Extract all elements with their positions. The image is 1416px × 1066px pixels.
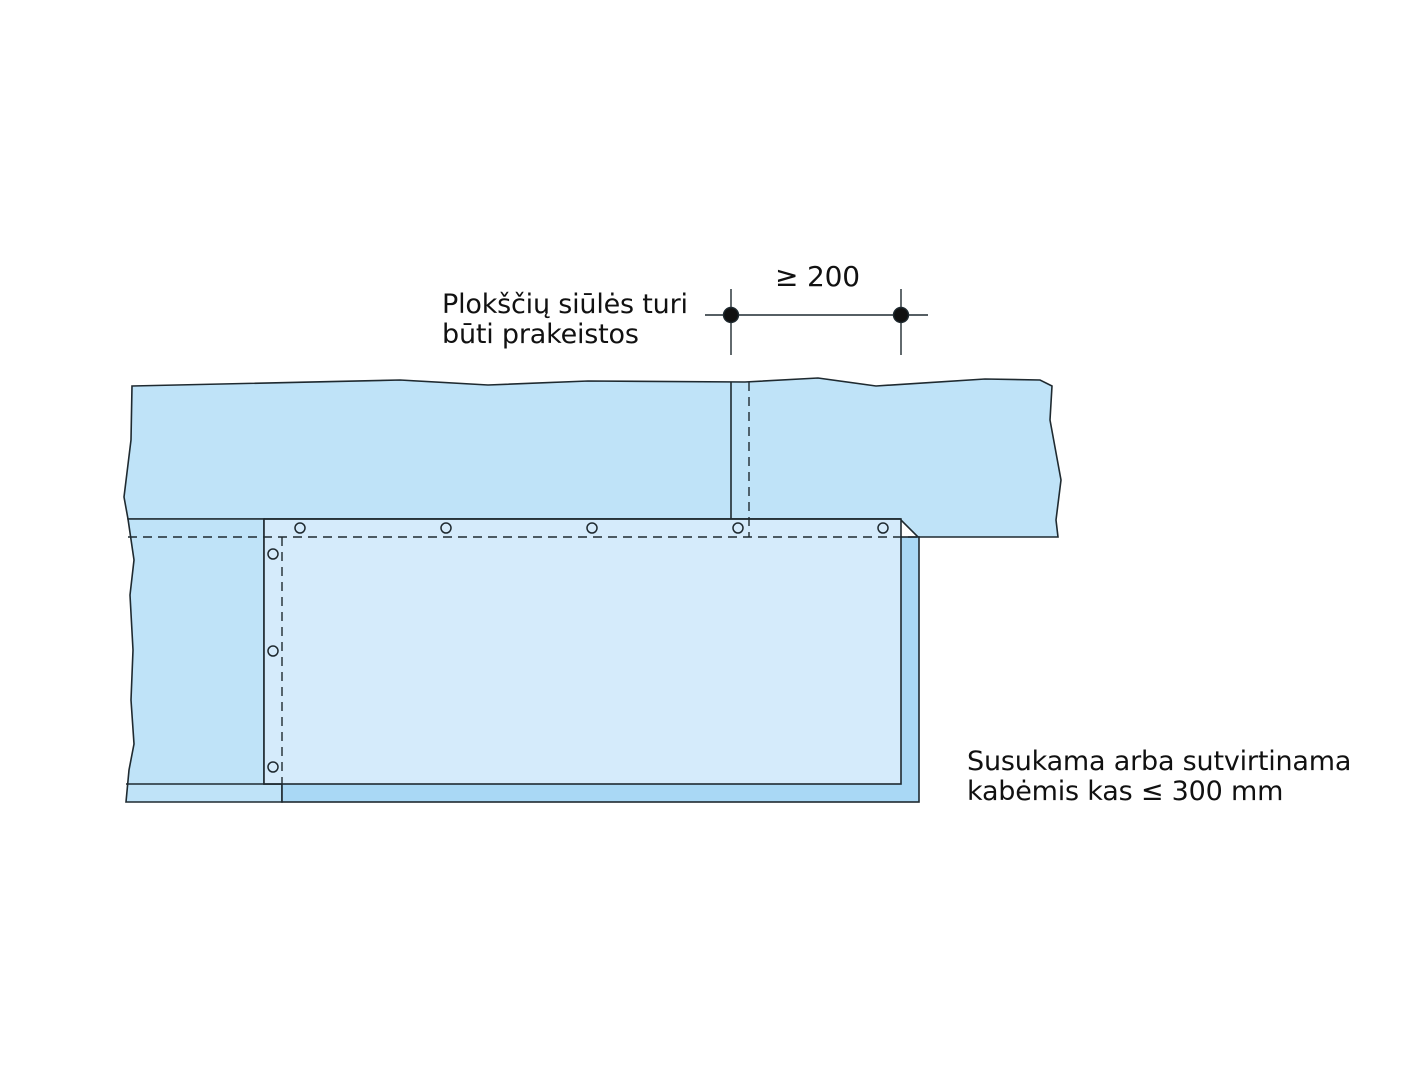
screw-icon: [877, 522, 889, 534]
seam-note-line-2: būti prakeistos: [442, 319, 639, 350]
screw-icon: [586, 522, 598, 534]
top-board: [123, 377, 1062, 538]
screw-icon: [294, 522, 306, 534]
dimension-dot-icon: [892, 306, 910, 324]
overlay-panel: [263, 518, 902, 785]
left-lower-board: [125, 518, 283, 803]
screw-icon: [267, 761, 279, 773]
screw-row-top: [294, 522, 889, 534]
screw-icon: [732, 522, 744, 534]
dimension-dot-icon: [722, 306, 740, 324]
screw-icon: [267, 645, 279, 657]
seam-note: Plokščių siūlės turi būti prakeistos: [442, 290, 688, 350]
fastening-note: Susukama arba sutvirtinama kabėmis kas ≤…: [967, 747, 1351, 807]
screw-icon: [267, 548, 279, 560]
dimension-marker: [705, 289, 928, 355]
dimension-label: ≥ 200: [775, 260, 860, 293]
screw-icon: [440, 522, 452, 534]
seam-note-line-1: Plokščių siūlės turi: [442, 289, 688, 320]
screw-row-left: [267, 548, 279, 773]
fastening-note-line-1: Susukama arba sutvirtinama: [967, 746, 1352, 777]
fastening-note-line-2: kabėmis kas ≤ 300 mm: [967, 776, 1284, 807]
